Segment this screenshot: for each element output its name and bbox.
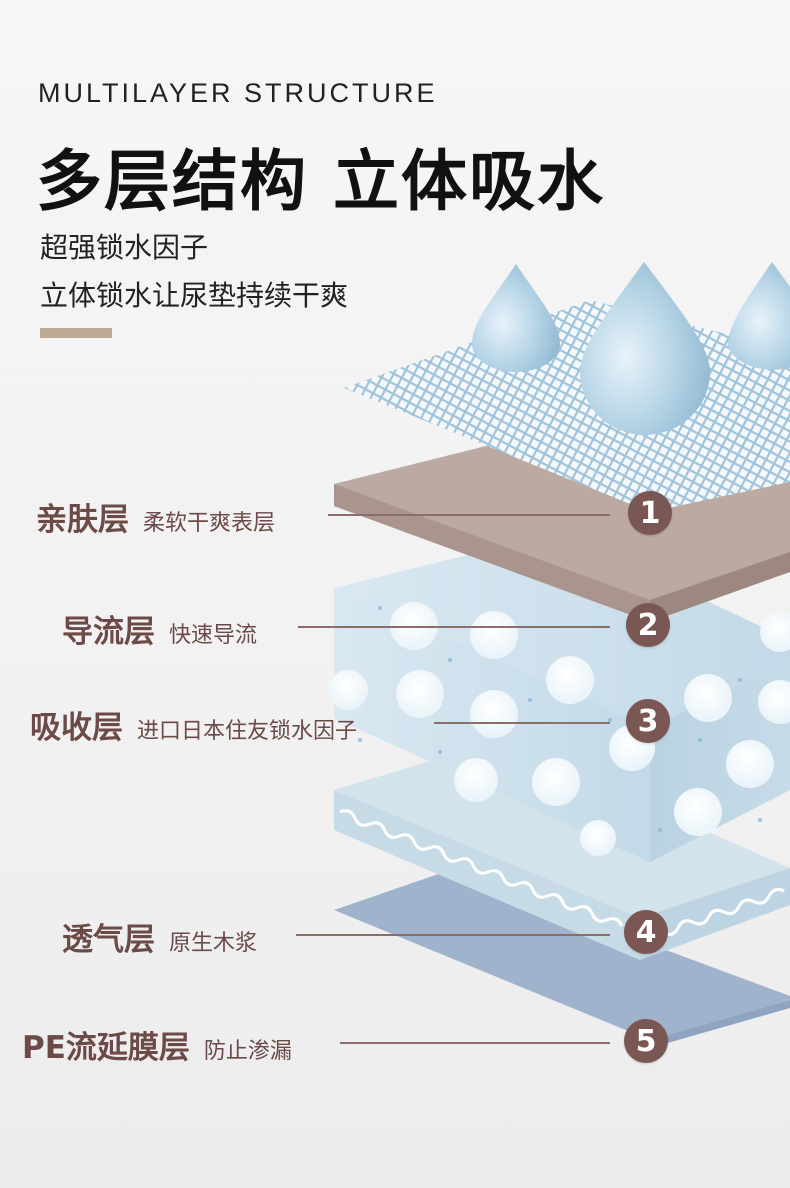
absorption-dots bbox=[328, 602, 790, 856]
leader-line bbox=[296, 934, 610, 936]
layer-label-3: 吸收层 进口日本住友锁水因子 bbox=[30, 702, 357, 747]
leader-line bbox=[328, 514, 610, 516]
layer-number-badge: 1 bbox=[628, 491, 672, 535]
layer-desc: 柔软干爽表层 bbox=[143, 511, 276, 536]
layer-number-badge: 3 bbox=[626, 699, 670, 743]
layer-label-1: 亲肤层 柔软干爽表层 bbox=[36, 494, 275, 539]
layer-name: 吸收层 bbox=[30, 710, 123, 746]
layer-number-badge: 4 bbox=[624, 910, 668, 954]
headline: 多层结构 立体吸水 bbox=[36, 143, 605, 220]
layer-label-4: 透气层 原生木浆 bbox=[62, 914, 257, 959]
layer-desc: 快速导流 bbox=[169, 623, 258, 648]
leader-line bbox=[340, 1042, 610, 1044]
layer-desc: 进口日本住友锁水因子 bbox=[137, 719, 358, 744]
leader-line bbox=[298, 626, 610, 628]
layer-name: 透气层 bbox=[62, 922, 155, 958]
accent-bar bbox=[40, 328, 112, 338]
leader-line bbox=[434, 722, 610, 724]
subtitle-line-1: 超强锁水因子 bbox=[40, 231, 209, 264]
layer-name: 亲肤层 bbox=[36, 502, 129, 538]
eyebrow-text: MULTILAYER STRUCTURE bbox=[38, 78, 438, 108]
pe-film-layer bbox=[334, 870, 790, 1040]
water-droplet-icon bbox=[472, 262, 790, 435]
layer-number-badge: 5 bbox=[624, 1019, 668, 1063]
layer-label-5: PE流延膜层 防止渗漏 bbox=[22, 1022, 292, 1067]
layer-name: 导流层 bbox=[62, 614, 155, 650]
layer-desc: 防止渗漏 bbox=[203, 1039, 292, 1064]
layer-name: PE流延膜层 bbox=[22, 1030, 190, 1066]
breathable-layer bbox=[334, 740, 790, 960]
layer-number-badge: 2 bbox=[626, 603, 670, 647]
layer-desc: 原生木浆 bbox=[169, 931, 258, 956]
subtitle-line-2: 立体锁水让尿垫持续干爽 bbox=[40, 279, 349, 312]
layer-label-2: 导流层 快速导流 bbox=[62, 606, 257, 651]
